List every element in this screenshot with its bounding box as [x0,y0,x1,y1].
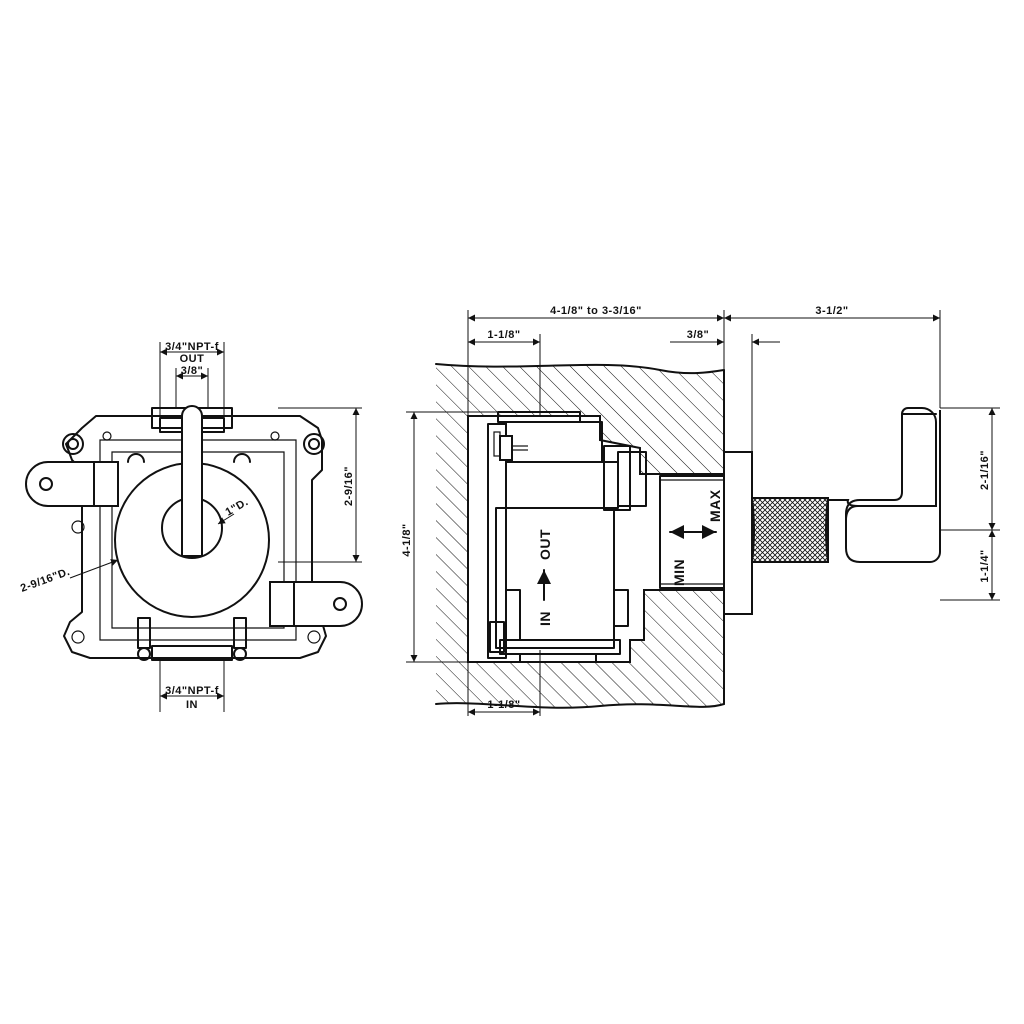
inlet-neck [151,645,233,661]
overall-height-label: 4-1/8" [401,523,413,556]
handle-drop-label: 1-1/4" [979,549,991,582]
front-height-label: 2-9/16" [343,466,355,506]
dim-top-offset [468,334,541,416]
screw-top-left [62,433,84,455]
dim-out-thread [159,342,225,416]
dim-plate-gap [670,334,780,452]
front-view: 3/4"NPT-f OUT 3/8" 2-9/16" 1"D. 2-9/16"D… [19,341,363,712]
out-label: OUT [180,353,205,365]
min-label: MIN [671,559,687,586]
side-view: IN OUT MIN MAX 4-1/8" to 3-3/16" 3-1/2" … [401,305,1000,716]
right-mounting-tab [269,581,363,627]
knurled-stem [751,497,829,563]
in-label: IN [186,699,198,711]
body-dia-label: 2-9/16"D. [19,566,72,595]
dim-front-height [278,407,362,563]
dim-handle-projection [724,310,941,408]
plate-gap-label: 3/8" [687,329,710,341]
trim-plate [723,451,753,615]
top-offset-label: 1-1/8" [487,329,520,341]
screw-top-right [303,433,325,455]
flow-out-label: OUT [537,529,553,560]
dim-handle-height [940,407,1000,601]
wall-depth-label: 4-1/8" to 3-3/16" [550,305,642,317]
front-mounting-frame [63,415,327,659]
front-lever [181,405,203,557]
bottom-pins [137,617,247,661]
out-offset-label: 3/8" [181,365,204,377]
valve-body-side [487,411,647,663]
handle-height-label: 2-1/16" [979,450,991,490]
handle-projection-label: 3-1/2" [815,305,848,317]
bottom-offset-label: 1-1/8" [487,699,520,711]
side-lever [828,407,941,563]
out-thread-label: 3/4"NPT-f [165,341,219,353]
in-thread-label: 3/4"NPT-f [165,685,219,697]
dim-in-thread [159,660,225,712]
flow-in-label: IN [537,611,553,626]
left-mounting-tab [25,461,119,507]
front-inner-frame [99,439,297,641]
dim-overall-height [406,411,500,663]
dim-bottom-offset [467,650,541,716]
max-label: MAX [707,489,723,522]
